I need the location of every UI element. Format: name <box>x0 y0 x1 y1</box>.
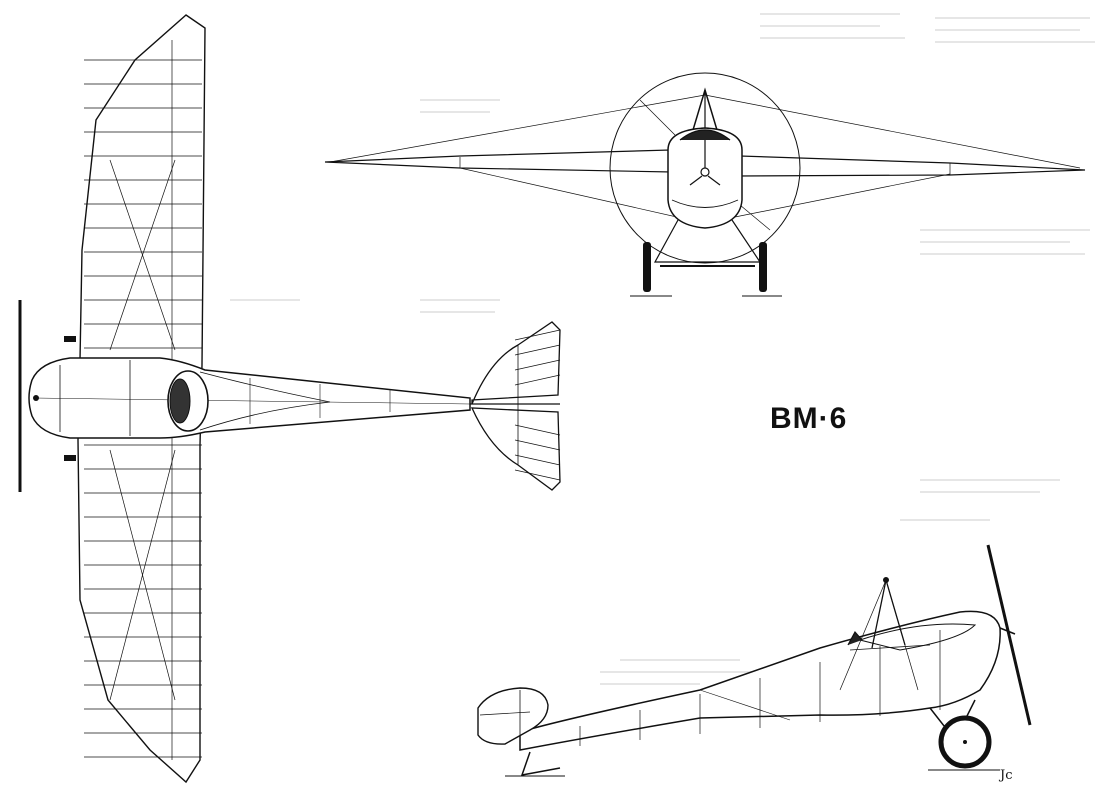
undercarriage-struts <box>653 219 762 263</box>
tailplane-lower <box>470 407 561 491</box>
tailplane-rib <box>514 439 561 451</box>
windscreen <box>847 630 863 646</box>
wheel-hub <box>963 740 967 744</box>
spinner <box>999 627 1016 635</box>
fuselage-front <box>667 127 743 229</box>
wing-bracing-wire <box>109 449 176 701</box>
tailplane-rib <box>514 454 561 466</box>
flying-wire <box>719 173 951 221</box>
side-propeller <box>986 544 1032 726</box>
tailplane-rib <box>514 359 561 371</box>
flying-wire <box>739 204 771 231</box>
tailplane-rib <box>514 374 561 386</box>
tailplane-rib <box>514 344 561 356</box>
tail-skid <box>520 751 561 776</box>
artist-signature: Jc <box>1000 768 1013 783</box>
side-flying-wire <box>885 579 919 691</box>
flying-wire <box>459 167 691 221</box>
side-view <box>477 544 1032 777</box>
propeller-disc <box>609 72 801 264</box>
rudder-rib <box>479 711 531 716</box>
wing-bracing-wire <box>109 159 176 351</box>
landing-wire <box>329 94 706 163</box>
landing-wheel <box>64 455 76 461</box>
tailplane-rib <box>514 329 561 341</box>
landing-wire <box>704 94 1081 169</box>
fuselage-belly-line <box>671 199 739 208</box>
fuselage-decking-line <box>199 371 331 431</box>
side-fuselage-frame <box>699 689 791 721</box>
side-longeron <box>849 644 931 651</box>
tailplane-rib <box>514 424 561 436</box>
propeller-blade <box>707 175 721 186</box>
cockpit-seat <box>169 378 191 424</box>
spinner-hub <box>33 395 39 401</box>
landing-wheel <box>64 336 76 342</box>
front-wheel-right <box>759 242 767 292</box>
drawing-title: BM·6 <box>770 402 848 435</box>
cowl-top <box>679 129 731 141</box>
flying-wire <box>639 99 676 136</box>
tailplane-rib <box>514 469 561 481</box>
fuselage-outline <box>28 357 471 439</box>
fuselage-centerline <box>34 397 471 405</box>
side-flying-wire <box>839 579 887 691</box>
front-wheel-left <box>643 242 651 292</box>
plan-view <box>18 14 561 784</box>
fin-and-rudder <box>477 687 549 745</box>
tailplane-upper <box>471 321 561 405</box>
propeller-blade <box>689 175 703 186</box>
front-view <box>324 72 1086 297</box>
